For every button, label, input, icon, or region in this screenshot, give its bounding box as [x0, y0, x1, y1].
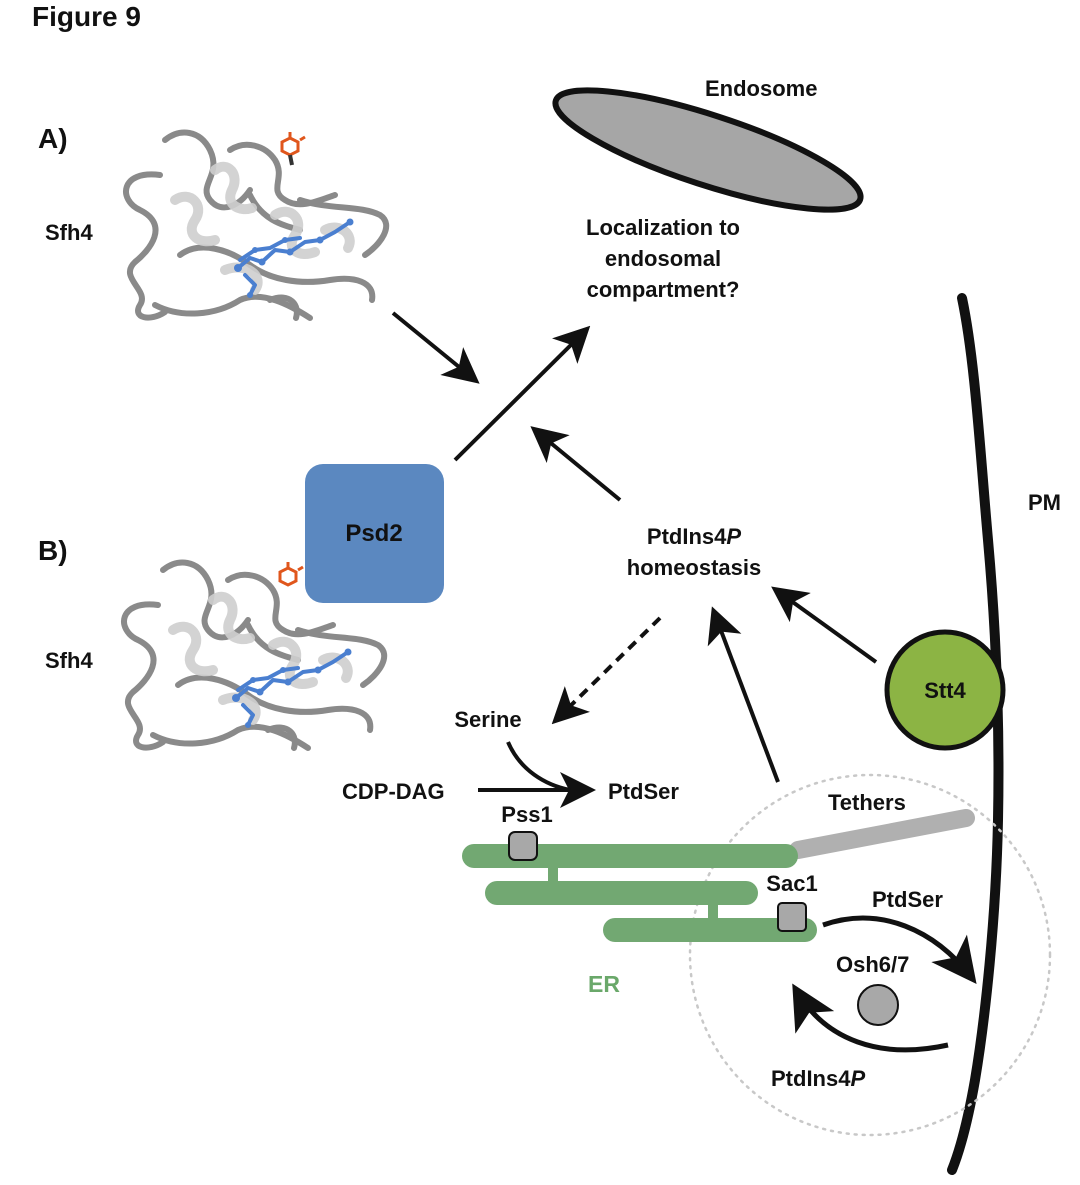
er-sheets	[462, 844, 817, 942]
serine-label: Serine	[454, 707, 521, 732]
panel-b-label: B)	[38, 535, 68, 566]
ptdser-label-right: PtdSer	[872, 887, 943, 912]
pss1-label: Pss1	[501, 802, 552, 827]
panel-a-label: A)	[38, 123, 68, 154]
sfh4-structure-a	[123, 129, 390, 321]
arrow-ptdins4p-transfer	[792, 983, 949, 1053]
pm-label: PM	[1028, 490, 1061, 515]
ptdins4p-homeostasis-line-1: PtdIns4P	[647, 524, 741, 549]
sac1-label: Sac1	[766, 871, 817, 896]
arrow-dashed-to-serine	[551, 616, 662, 725]
ptdins4p-homeostasis-line-2: homeostasis	[627, 555, 762, 580]
contact-site-outline	[688, 773, 1052, 1137]
ptdser-label-top: PtdSer	[608, 779, 679, 804]
arrow-sfh4-to-center	[391, 311, 480, 384]
sfh4-label-a: Sfh4	[45, 220, 93, 245]
figure-title: Figure 9	[32, 1, 141, 32]
localization-line-3: compartment?	[587, 277, 740, 302]
ptdins4p-label-bottom: PtdIns4P	[771, 1066, 865, 1091]
sac1-box	[777, 902, 807, 932]
osh67-label: Osh6/7	[836, 952, 909, 977]
plasma-membrane	[947, 293, 1004, 1175]
stt4-circle	[884, 629, 1006, 751]
er-label: ER	[588, 971, 620, 997]
arrow-ptdser-transfer	[822, 915, 977, 984]
localization-line-2: endosomal	[605, 246, 721, 271]
psd2-box	[305, 464, 444, 603]
sfh4-label-b: Sfh4	[45, 648, 93, 673]
endosome-label: Endosome	[705, 76, 817, 101]
stt4-label: Stt4	[924, 678, 966, 703]
curve-serine-to-ptdser	[506, 741, 571, 792]
localization-line-1: Localization to	[586, 215, 740, 240]
pss1-box	[508, 831, 538, 861]
osh67-circle	[857, 984, 899, 1026]
arrow-stt4-to-homeostasis	[771, 586, 878, 664]
endosome-shape	[552, 87, 864, 213]
tethers-label: Tethers	[828, 790, 906, 815]
arrow-homeostasis-to-center	[530, 426, 622, 502]
cdp-dag-label: CDP-DAG	[342, 779, 445, 804]
arrow-er-to-homeostasis	[707, 606, 780, 783]
tethers-bar	[789, 809, 975, 859]
sfh4-structure-b	[121, 559, 388, 751]
psd2-label: Psd2	[345, 520, 402, 547]
arrow-to-localization	[453, 325, 591, 462]
